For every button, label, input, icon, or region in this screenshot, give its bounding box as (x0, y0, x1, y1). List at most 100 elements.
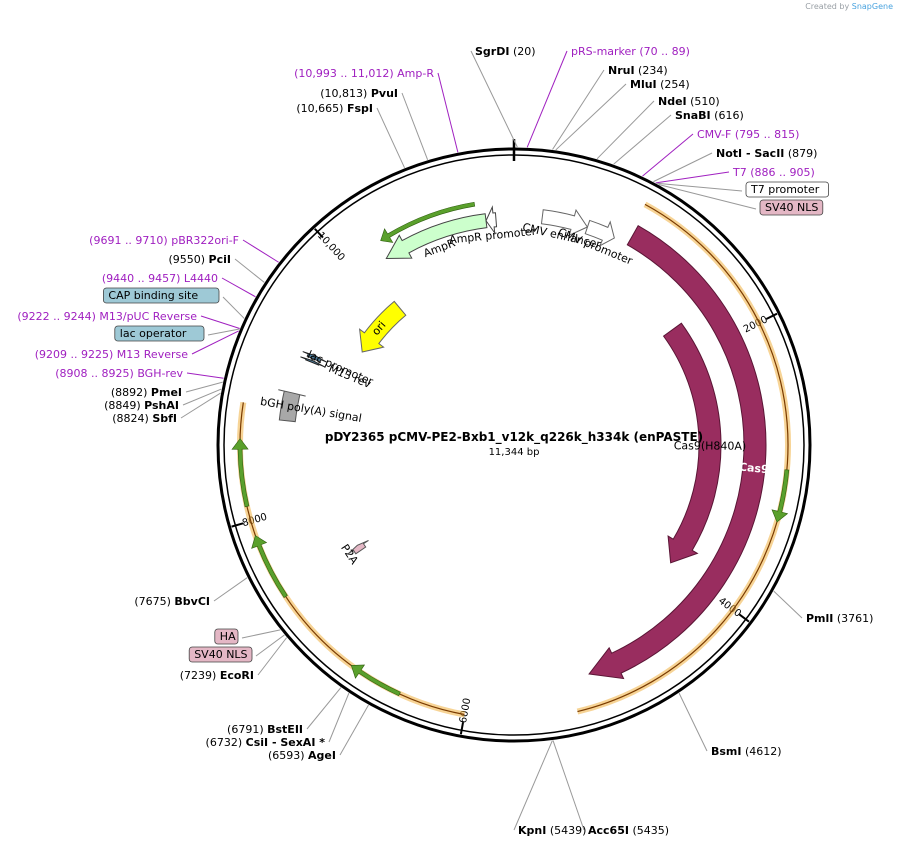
site-position: (5439) (546, 824, 586, 837)
site-name: PvuI (371, 87, 398, 100)
site-name: PciI (209, 253, 231, 266)
site-box (103, 287, 220, 304)
site-name: M13/pUC Reverse (99, 310, 197, 323)
site-text: (6593) AgeI (268, 749, 336, 762)
site-name: EcoRI (220, 669, 254, 682)
site-text: T7 (886 .. 905) (732, 166, 815, 179)
tick-label: 6000 (458, 697, 473, 724)
site-leader (191, 330, 239, 355)
site-text: (6791) BstEII (227, 723, 303, 736)
site-text: (10,813) PvuI (320, 87, 398, 100)
site-text: BsmI (4612) (711, 745, 782, 758)
site-position: (4612) (742, 745, 782, 758)
site-fspi: (10,665) FspI (296, 102, 406, 169)
orf-arrow (231, 438, 250, 508)
site-text: (7675) BbvCI (134, 595, 210, 608)
site-position: (9440 .. 9457) (102, 272, 184, 285)
site-leader (596, 100, 655, 160)
tick-mark (459, 722, 465, 735)
site-text: pRS-marker (70 .. 89) (571, 45, 690, 58)
feature-cmv-enhancer (540, 208, 589, 237)
site-bsmi: BsmI (4612) (678, 692, 782, 758)
site-sv40-nls: SV40 NLS (188, 634, 285, 663)
site-leader (513, 740, 553, 831)
feature-cmv-promoter (584, 219, 615, 247)
feature-cas9 (588, 225, 767, 680)
site-name: SgrDI (475, 45, 509, 58)
feature-bgh-poly-a-signal (278, 389, 306, 423)
site-leader (376, 107, 406, 169)
site-snabi: SnaBI (616) (613, 109, 744, 165)
site-t7: T7 (886 .. 905) (655, 166, 815, 184)
site-name: M13 Reverse (117, 348, 188, 361)
site-name: HA (220, 630, 236, 643)
site-text: NdeI (510) (658, 95, 720, 108)
site-name: CMV-F (697, 128, 731, 141)
orf-arrow (380, 201, 476, 243)
site-leader (656, 182, 743, 192)
site-text: SgrDI (20) (475, 45, 536, 58)
site-position: (616) (711, 109, 744, 122)
site-text: Acc65I (5435) (588, 824, 669, 837)
site-bgh-rev: (8908 .. 8925) BGH-rev (55, 367, 224, 380)
site-position: (9691 .. 9710) (89, 234, 171, 247)
site-name: pRS-marker (571, 45, 636, 58)
site-name: BGH-rev (137, 367, 183, 380)
site-leader (642, 133, 694, 177)
site-name: PmeI (151, 386, 182, 399)
plasmid-name: pDY2365 pCMV-PE2-Bxb1_v12k_q226k_h334k (… (325, 430, 703, 445)
site-leader (470, 50, 518, 148)
site-nrui: NruI (234) (552, 64, 668, 150)
site-text: (9440 .. 9457) L4440 (102, 272, 218, 285)
site-t7-promoter: T7 promoter (656, 181, 829, 198)
site-position: (7675) (134, 595, 174, 608)
site-leader (401, 92, 429, 160)
site-position: (8908 .. 8925) (55, 367, 137, 380)
site-leader (613, 114, 672, 165)
site-name: BstEII (267, 723, 303, 736)
orf-arrow (771, 469, 790, 523)
site-pshai: (8849) PshAI (104, 388, 222, 412)
site-l4440: (9440 .. 9457) L4440 (102, 272, 256, 298)
snapgene-credit: Created by SnapGene (805, 2, 893, 11)
site-name: SnaBI (675, 109, 711, 122)
feature-m13-rev (300, 356, 325, 368)
site-position: (6732) (206, 736, 246, 749)
site-m13-puc-reverse: (9222 .. 9244) M13/pUC Reverse (17, 310, 240, 330)
site-pbr322ori-f: (9691 .. 9710) pBR322ori-F (89, 234, 279, 263)
site-position: (10,993 .. 11,012) (294, 67, 397, 80)
site-text: (9691 .. 9710) pBR322ori-F (89, 234, 239, 247)
site-m13-reverse: (9209 .. 9225) M13 Reverse (35, 330, 239, 361)
site-position: (879) (784, 147, 817, 160)
site-bsteii: (6791) BstEII (227, 687, 342, 736)
site-name: Amp-R (397, 67, 434, 80)
site-text: (8908 .. 8925) BGH-rev (55, 367, 183, 380)
site-name: MluI (630, 78, 657, 91)
site-leader (552, 69, 605, 150)
site-leader (207, 328, 240, 336)
site-text: (6732) CsiI - SexAI * (206, 736, 326, 749)
site-name: FspI (347, 102, 373, 115)
site-ha: HA (214, 628, 281, 645)
site-text: SnaBI (616) (675, 109, 744, 122)
site-leader (182, 388, 222, 406)
site-position: (10,665) (296, 102, 347, 115)
site-position: (10,813) (320, 87, 371, 100)
site-position: (8849) (104, 399, 144, 412)
site-name: AgeI (308, 749, 336, 762)
tick-mark (765, 312, 778, 320)
site-leader (180, 392, 221, 419)
site-prs-marker: pRS-marker (70 .. 89) (526, 45, 690, 148)
feature-label-cas9-h840a: Cas9(H840A) (674, 439, 747, 453)
site-agei: (6593) AgeI (268, 704, 369, 762)
site-text: (9222 .. 9244) M13/pUC Reverse (17, 310, 197, 323)
site-name: Acc65I (588, 824, 629, 837)
site-text: (9209 .. 9225) M13 Reverse (35, 348, 188, 361)
site-sv40-nls: SV40 NLS (658, 183, 824, 216)
site-position: (6791) (227, 723, 267, 736)
site-mlui: MluI (254) (555, 78, 690, 151)
site-acc65i: Acc65I (5435) (552, 740, 669, 837)
site-name: BsmI (711, 745, 742, 758)
site-cmv-f: CMV-F (795 .. 815) (642, 128, 799, 177)
